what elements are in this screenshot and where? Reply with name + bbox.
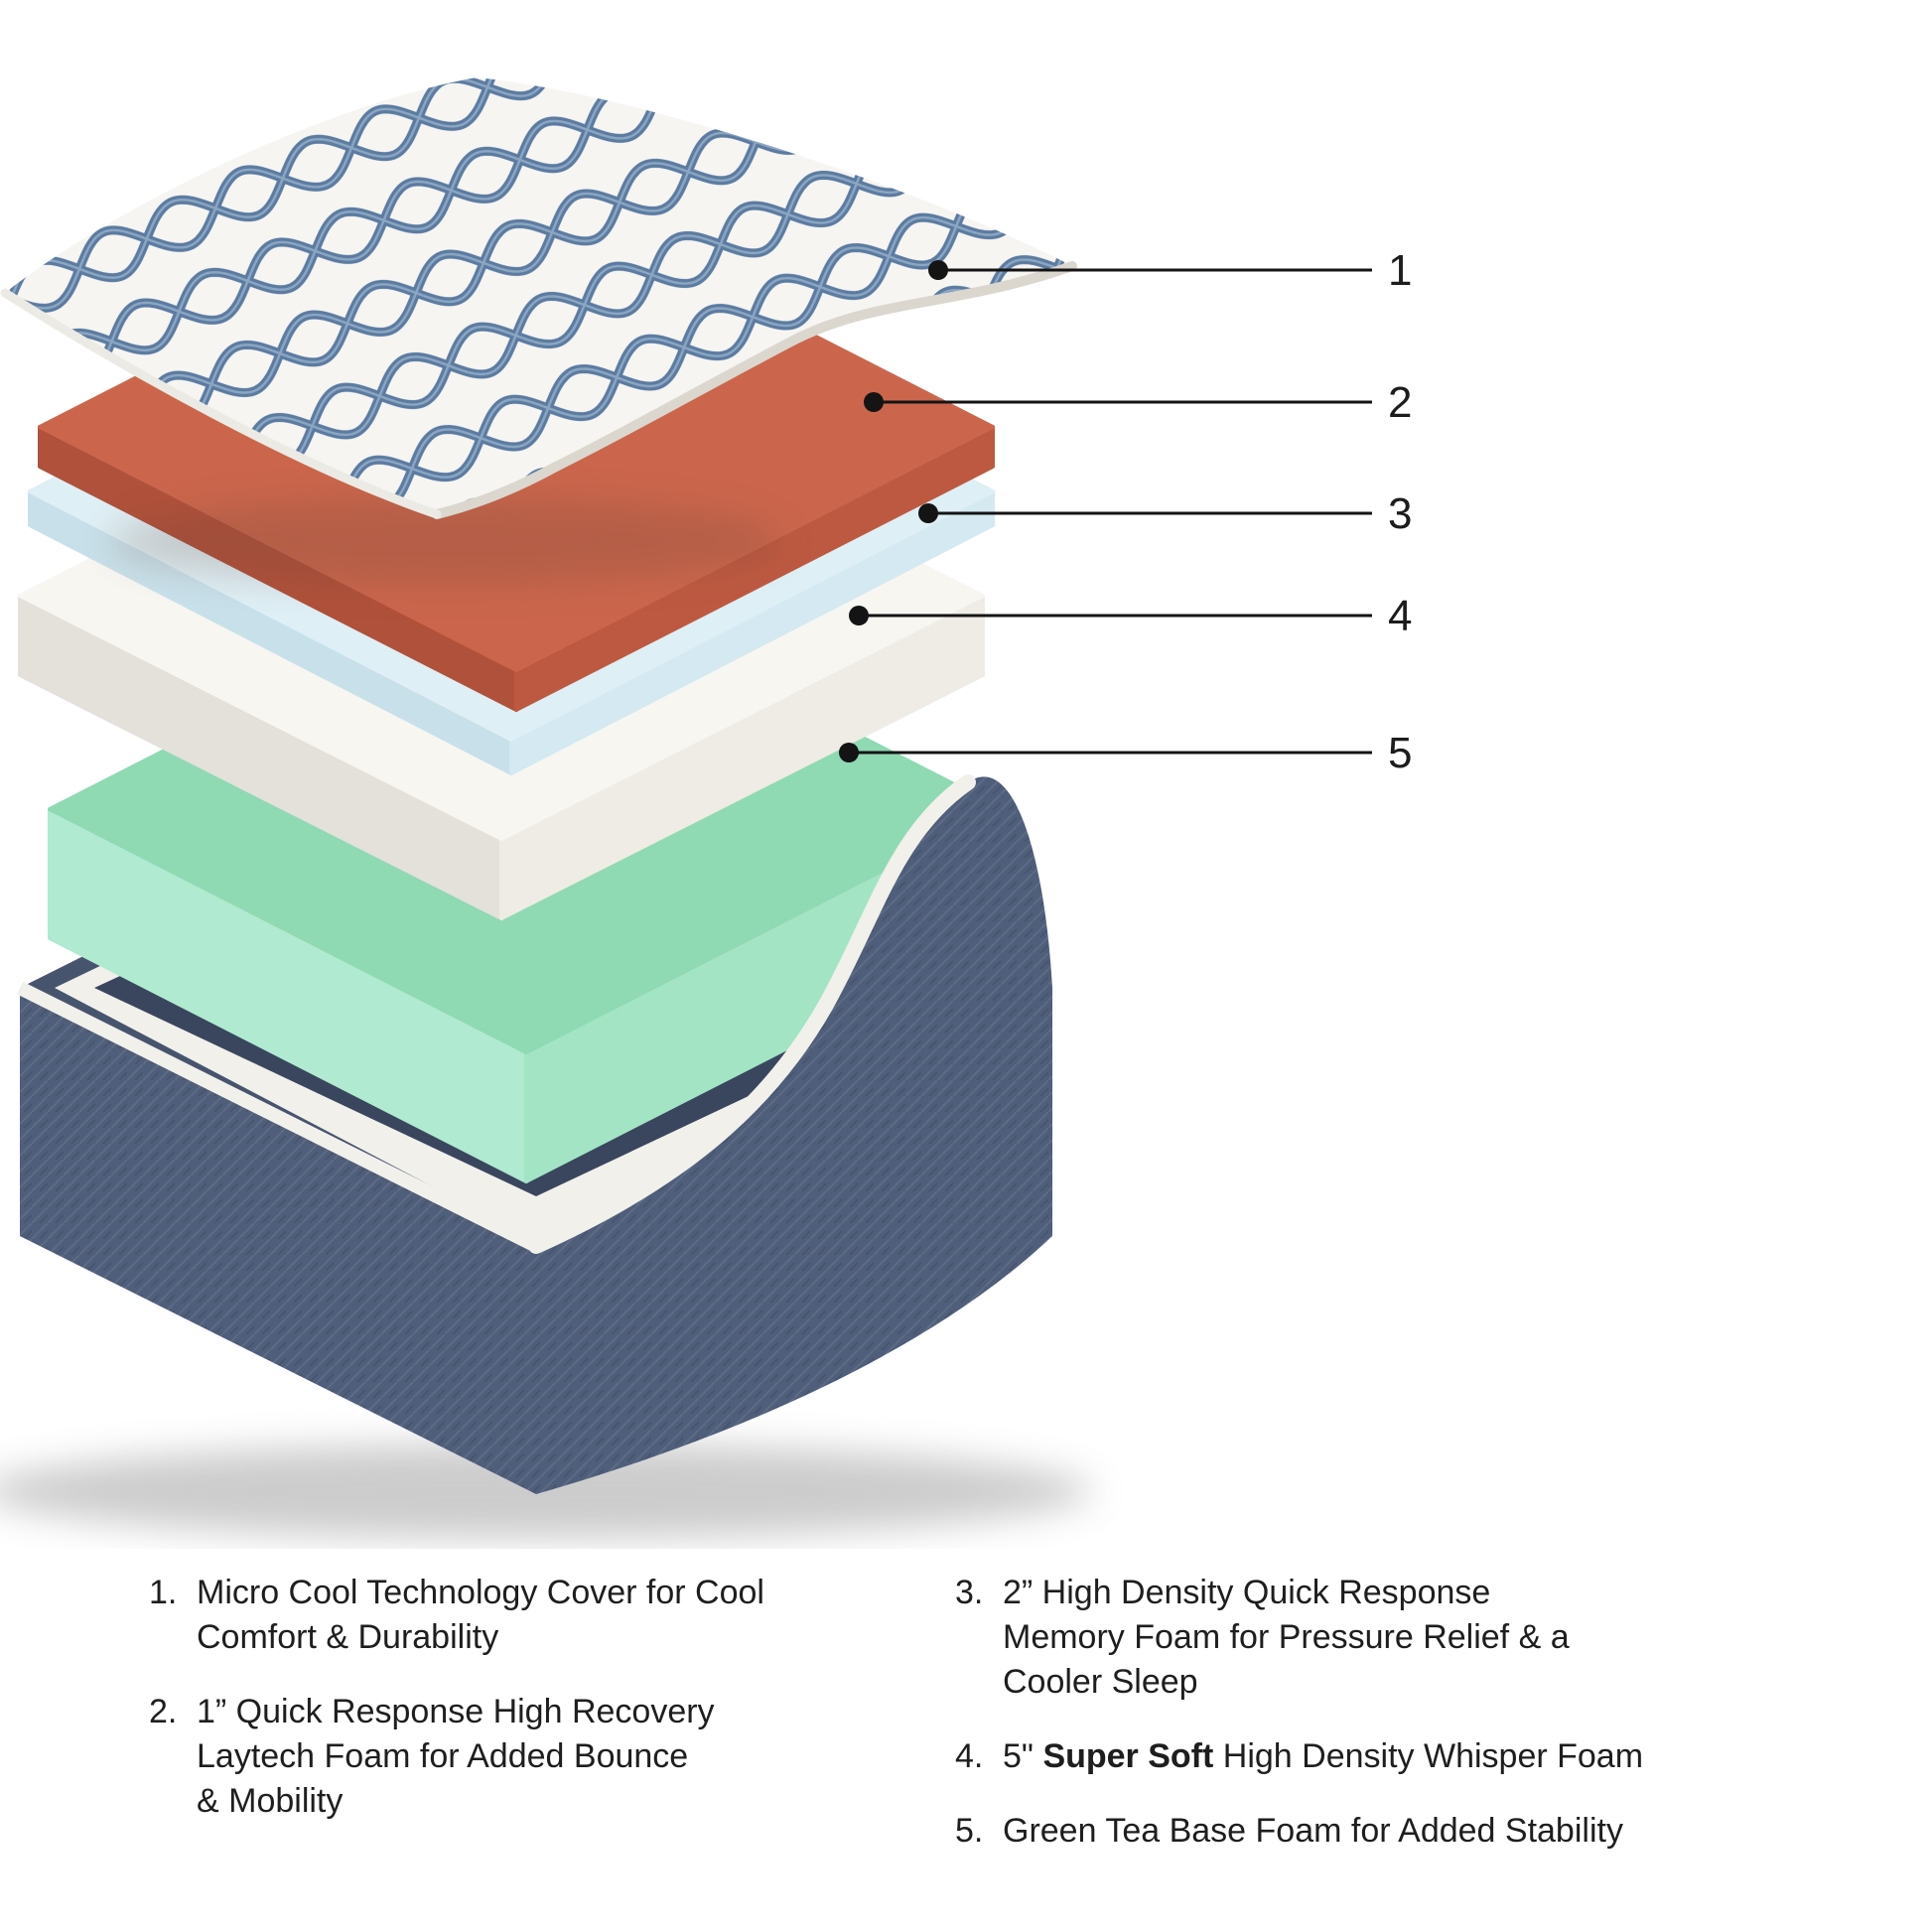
legend-item-5-number: 5. bbox=[955, 1811, 984, 1850]
legend-item-2: 2. 1” Quick Response High Recovery Layte… bbox=[149, 1690, 764, 1824]
legend-item-3-text: 2” High Density Quick Response Memory Fo… bbox=[1003, 1574, 1570, 1701]
base-cover-front bbox=[16, 774, 1052, 1494]
callout-dot-1 bbox=[928, 260, 948, 280]
callout-dot-5 bbox=[839, 743, 859, 762]
cover-lifted-edge bbox=[432, 261, 1077, 519]
base-front-left-face bbox=[20, 988, 536, 1494]
legend-item-5-text: Green Tea Base Foam for Added Stability bbox=[1003, 1811, 1623, 1850]
cover-front-edge bbox=[0, 288, 442, 519]
legend-item-4-text-post: High Density Whisper Foam bbox=[1213, 1736, 1644, 1775]
legend-item-1: 1. Micro Cool Technology Cover for Cool … bbox=[149, 1571, 764, 1660]
callout-number-2: 2 bbox=[1388, 378, 1412, 427]
legend-item-3: 3. 2” High Density Quick Response Memory… bbox=[955, 1571, 1670, 1705]
legend-item-4: 4. 5" Super Soft High Density Whisper Fo… bbox=[955, 1734, 1670, 1779]
legend-item-2-number: 2. bbox=[149, 1692, 178, 1730]
legend-item-4-text: 5" Super Soft High Density Whisper Foam bbox=[1003, 1734, 1643, 1779]
legend-item-4-number: 4. bbox=[955, 1736, 984, 1775]
legend-item-1-text: Micro Cool Technology Cover for Cool Com… bbox=[197, 1574, 764, 1656]
callout-dot-4 bbox=[849, 606, 869, 625]
callout-number-5: 5 bbox=[1388, 729, 1412, 777]
callout-5: 5 bbox=[839, 729, 1412, 777]
legend-item-5: 5. Green Tea Base Foam for Added Stabili… bbox=[955, 1809, 1670, 1854]
legend-item-4-text-bold: Super Soft bbox=[1042, 1736, 1214, 1775]
callout-3: 3 bbox=[918, 489, 1412, 538]
legend-item-1-number: 1. bbox=[149, 1574, 178, 1611]
legend-column-right: 3. 2” High Density Quick Response Memory… bbox=[955, 1571, 1670, 1882]
mattress-exploded-diagram: 1 2 3 4 5 bbox=[0, 77, 1412, 1539]
callout-number-4: 4 bbox=[1388, 592, 1412, 640]
callout-2: 2 bbox=[864, 378, 1412, 427]
legend-item-3-number: 3. bbox=[955, 1574, 984, 1611]
callout-number-1: 1 bbox=[1388, 246, 1412, 295]
callout-number-3: 3 bbox=[1388, 489, 1412, 538]
legend-item-4-text-pre: 5" bbox=[1003, 1736, 1043, 1775]
base-liner-swoosh bbox=[528, 774, 976, 1254]
legend-item-2-text: 1” Quick Response High Recovery Laytech … bbox=[197, 1692, 715, 1820]
callout-dot-3 bbox=[918, 503, 938, 523]
callout-dot-2 bbox=[864, 392, 884, 412]
cover-shadow bbox=[109, 497, 784, 585]
base-front-right-face bbox=[536, 776, 1052, 1494]
legend-column-left: 1. Micro Cool Technology Cover for Cool … bbox=[149, 1571, 764, 1853]
base-front-left-liner-edge bbox=[16, 981, 540, 1253]
callout-4: 4 bbox=[849, 592, 1412, 640]
quilted-cover-layer bbox=[0, 77, 1077, 519]
callout-1: 1 bbox=[928, 246, 1412, 295]
cover-sheet bbox=[5, 77, 1072, 514]
